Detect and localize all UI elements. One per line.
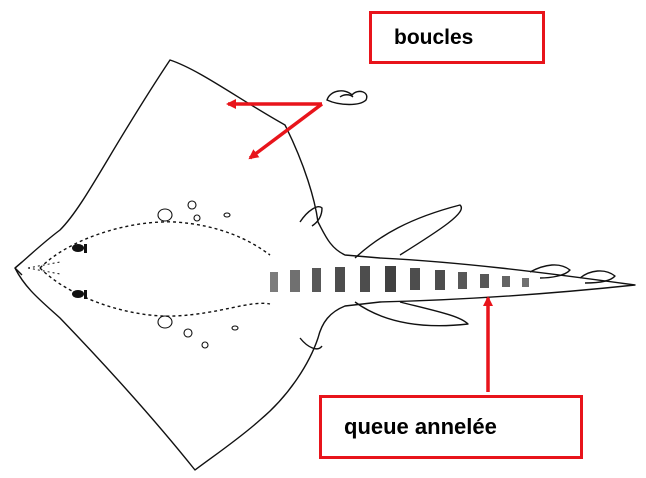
disc-thorns [158, 201, 238, 348]
tail-label: queue annelée [344, 414, 497, 440]
annotation-arrows [228, 104, 488, 392]
tail-ring-pattern [270, 266, 529, 292]
thorns-label: boucles [394, 26, 473, 50]
thorn-buckler-icon [327, 91, 367, 105]
thorn-arrow-lower [250, 104, 322, 158]
thorns-label-box: boucles [369, 11, 545, 64]
eye-upper [72, 244, 87, 253]
tail-label-box: queue annelée [319, 395, 583, 459]
snout-dots [28, 262, 60, 274]
eye-lower [72, 290, 87, 299]
